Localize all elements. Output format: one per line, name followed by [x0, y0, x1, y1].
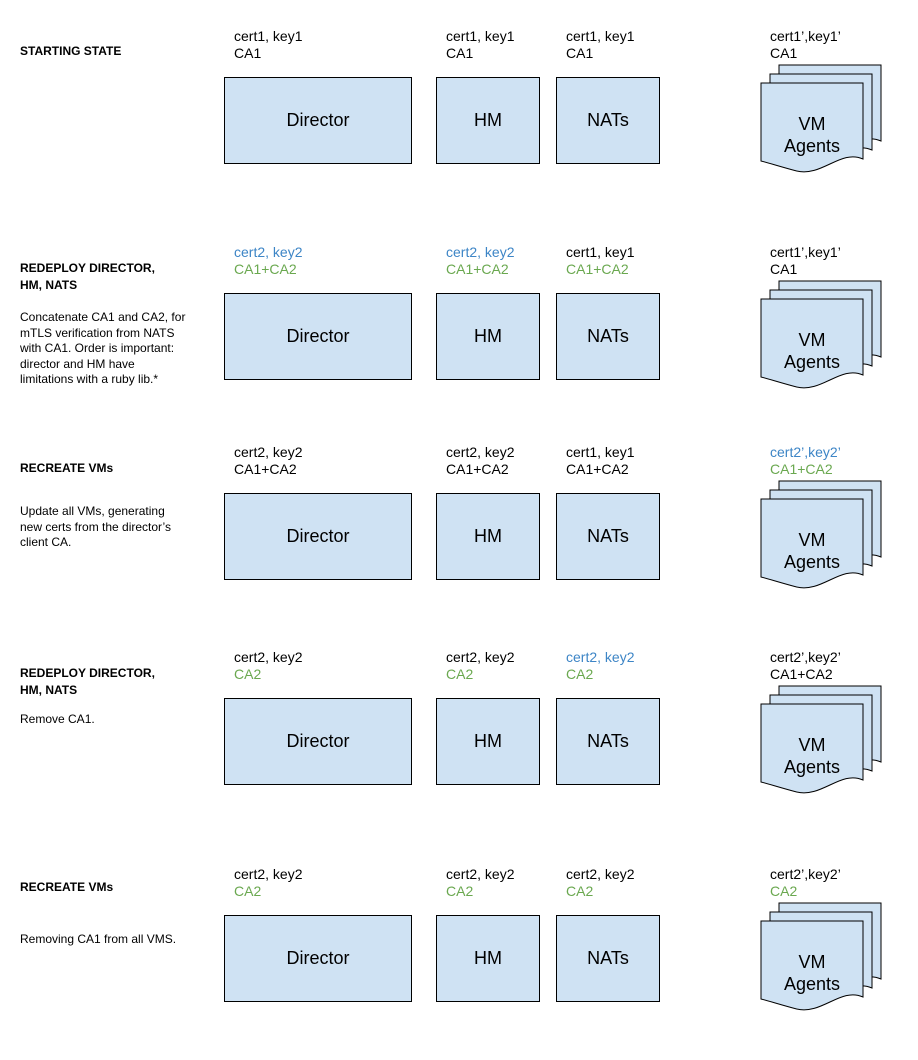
step-title: REDEPLOY DIRECTOR, HM, NATS: [20, 261, 155, 292]
nats-ca-label: CA1+CA2: [566, 461, 629, 477]
director-box: Director: [224, 915, 412, 1002]
hm-box: HM: [436, 915, 540, 1002]
nats-cert-label: cert1, key1: [566, 444, 635, 460]
director-cert-label: cert2, key2: [234, 244, 303, 260]
hm-ca-label: CA2: [446, 883, 474, 899]
vm-agents-label: VM: [799, 952, 826, 972]
hm-ca-label: CA1+CA2: [446, 261, 509, 277]
nats-box: NATs: [556, 293, 660, 380]
director-cert-label: cert2, key2: [234, 649, 303, 665]
hm-cert-label: cert2, key2: [446, 244, 515, 260]
hm-box: HM: [436, 493, 540, 580]
nats-cert-label: cert2, key2: [566, 866, 635, 882]
agents-ca-label: CA1: [770, 261, 798, 277]
hm-cert-label: cert2, key2: [446, 866, 515, 882]
agents-ca-label: CA1: [770, 45, 798, 61]
vm-agents-label: VM: [799, 114, 826, 134]
hm-cert-label: cert2, key2: [446, 444, 515, 460]
agents-cert-label: cert1’,key1’: [770, 28, 841, 44]
agents-ca-label: CA1+CA2: [770, 461, 833, 477]
agents-cert-label: cert2’,key2’: [770, 649, 841, 665]
hm-ca-label: CA1: [446, 45, 474, 61]
director-ca-label: CA1+CA2: [234, 461, 297, 477]
director-cert-label: cert1, key1: [234, 28, 303, 44]
step-description: Concatenate CA1 and CA2, for mTLS verifi…: [20, 310, 186, 386]
vm-agents-label: VM: [799, 735, 826, 755]
director-box: Director: [224, 493, 412, 580]
nats-cert-label: cert1, key1: [566, 244, 635, 260]
nats-cert-label: cert2, key2: [566, 649, 635, 665]
director-cert-label: cert2, key2: [234, 866, 303, 882]
agents-cert-label: cert1’,key1’: [770, 244, 841, 260]
director-box: Director: [224, 77, 412, 164]
agents-cert-label: cert2’,key2’: [770, 866, 841, 882]
director-ca-label: CA2: [234, 666, 262, 682]
vm-doc-page: [760, 82, 864, 173]
vm-doc-page: [760, 920, 864, 1011]
vm-agents-label: Agents: [784, 552, 840, 572]
nats-cert-label: cert1, key1: [566, 28, 635, 44]
director-cert-label: cert2, key2: [234, 444, 303, 460]
nats-ca-label: CA2: [566, 666, 594, 682]
step-description: Remove CA1.: [20, 712, 95, 726]
director-ca-label: CA1+CA2: [234, 261, 297, 277]
step-description: Removing CA1 from all VMS.: [20, 932, 177, 946]
step-title: RECREATE VMs: [20, 880, 114, 894]
nats-ca-label: CA1: [566, 45, 594, 61]
nats-box: NATs: [556, 698, 660, 785]
vm-agents-label: Agents: [784, 136, 840, 156]
vm-doc-page: [760, 498, 864, 589]
vm-agents-label: VM: [799, 330, 826, 350]
vm-agents-label: Agents: [784, 974, 840, 994]
director-box: Director: [224, 698, 412, 785]
hm-box: HM: [436, 293, 540, 380]
agents-ca-label: CA2: [770, 883, 798, 899]
nats-ca-label: CA2: [566, 883, 594, 899]
hm-box: HM: [436, 77, 540, 164]
hm-box: HM: [436, 698, 540, 785]
hm-cert-label: cert2, key2: [446, 649, 515, 665]
vm-agents-label: Agents: [784, 352, 840, 372]
hm-cert-label: cert1, key1: [446, 28, 515, 44]
hm-ca-label: CA1+CA2: [446, 461, 509, 477]
director-ca-label: CA2: [234, 883, 262, 899]
step-title: RECREATE VMs: [20, 461, 114, 475]
nats-box: NATs: [556, 77, 660, 164]
vm-doc-page: [760, 298, 864, 389]
hm-ca-label: CA2: [446, 666, 474, 682]
vm-agents-label: Agents: [784, 757, 840, 777]
vm-doc-page: [760, 703, 864, 794]
nats-box: NATs: [556, 915, 660, 1002]
step-description: Update all VMs, generating new certs fro…: [20, 504, 171, 549]
nats-box: NATs: [556, 493, 660, 580]
vm-agents-label: VM: [799, 530, 826, 550]
agents-ca-label: CA1+CA2: [770, 666, 833, 682]
step-title: STARTING STATE: [20, 44, 122, 58]
director-ca-label: CA1: [234, 45, 262, 61]
director-box: Director: [224, 293, 412, 380]
nats-ca-label: CA1+CA2: [566, 261, 629, 277]
step-title: REDEPLOY DIRECTOR, HM, NATS: [20, 666, 155, 697]
agents-cert-label: cert2’,key2’: [770, 444, 841, 460]
